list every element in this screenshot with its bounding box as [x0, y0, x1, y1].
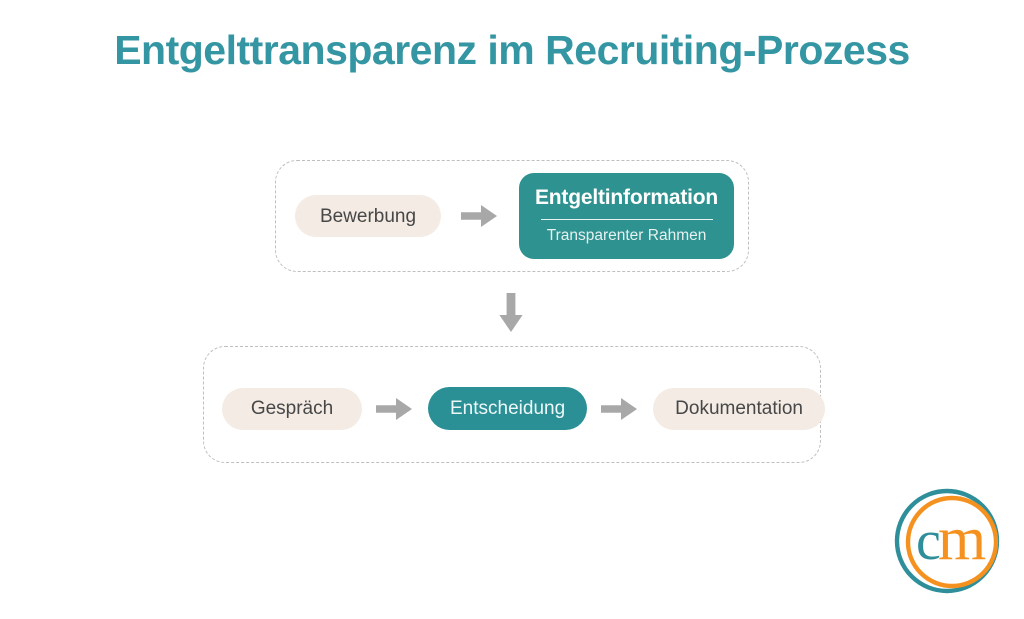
process-group-top [275, 160, 749, 272]
logo-letter-c: c [916, 510, 941, 572]
arrow-right-icon [461, 205, 497, 227]
process-step-entscheidung[interactable]: Entscheidung [428, 387, 588, 430]
process-step-entgeltinformation-subtitle: Transparenter Rahmen [546, 227, 707, 245]
process-step-dokumentation[interactable]: Dokumentation [653, 387, 825, 430]
process-step-gespraech[interactable]: Gespräch [222, 387, 362, 430]
process-step-gespraech-label: Gespräch [250, 398, 334, 419]
process-row-bottom: Gespräch Entscheidung Dokumentation [222, 386, 825, 431]
process-step-dokumentation-label: Dokumentation [675, 398, 803, 419]
arrow-right-icon [376, 397, 412, 420]
process-step-bewerbung-label: Bewerbung [319, 205, 417, 227]
card-divider [540, 218, 713, 221]
page-title: Entgelttransparenz im Recruiting-Prozess [114, 27, 910, 73]
arrow-down-icon [499, 293, 523, 332]
logo-inner-ring [905, 495, 999, 589]
process-step-entgeltinformation[interactable]: Entgeltinformation Transparenter Rahmen [519, 173, 735, 259]
process-step-entscheidung-label: Entscheidung [450, 398, 566, 419]
process-step-bewerbung[interactable]: Bewerbung [295, 195, 441, 237]
logo-letter-m: m [938, 505, 986, 573]
process-row-top: Bewerbung Entgeltinformation Transparent… [295, 168, 735, 264]
cm-logo: c m [894, 488, 1000, 594]
arrow-right-icon [601, 397, 638, 420]
process-step-entgeltinformation-title: Entgeltinformation [535, 186, 719, 210]
